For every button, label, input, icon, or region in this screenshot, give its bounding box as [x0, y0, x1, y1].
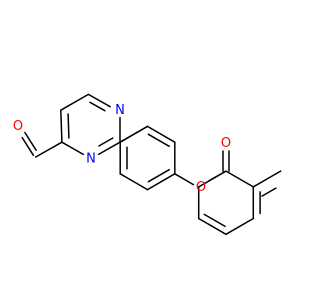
atom-label-ester-o-carbonyl: O — [221, 136, 231, 151]
bond-pyr-c5-c6 — [60, 93, 90, 111]
bond-aldehyde-c-ring — [34, 141, 63, 158]
atom-label-ester-o-link: O — [196, 180, 206, 195]
atom-labels: O N N O O — [13, 103, 231, 195]
bond-bz3-bz4-inner — [203, 213, 226, 228]
bond-aldehyde-c-o-2 — [21, 136, 35, 157]
bond-ph1-ph6 — [119, 125, 149, 143]
bond-bz6-bz1 — [252, 170, 282, 188]
bond-bz6-bz1-inner — [261, 187, 277, 197]
bonds — [21, 93, 282, 236]
molecule-structure: O N N O O — [13, 93, 282, 236]
atom-label-ring-n-bottom: N — [86, 152, 96, 167]
bond-ester-c-phenyl — [225, 170, 255, 188]
bond-pyr-n3-c4 — [61, 141, 85, 156]
bond-ph3-ph4 — [146, 173, 176, 191]
bond-pyr-c4-c5-inner — [67, 113, 70, 139]
bond-pyr-c4-c5 — [60, 109, 63, 143]
bond-pyr-c2-n3 — [97, 141, 121, 156]
atom-label-ring-n-top: N — [115, 103, 125, 118]
bond-pyr-c2-n3-inner — [98, 137, 114, 147]
bond-bz5-bz6 — [197, 170, 227, 188]
bond-ph4-ph5 — [119, 173, 149, 191]
atom-label-aldehyde-o: O — [13, 119, 23, 134]
bond-pyr-c6-n1-inner — [89, 101, 106, 112]
bond-bz2-bz3 — [225, 217, 255, 236]
bond-pyr-c6-n1 — [87, 93, 111, 108]
bond-ph1-ph2 — [146, 125, 176, 143]
bond-ph1-ph2-inner — [147, 133, 170, 148]
bond-ph-o-ester — [174, 173, 195, 186]
bond-ph3-ph4-inner — [147, 168, 170, 183]
bond-aldehyde-c-o-1 — [24, 131, 37, 151]
bond-bz3-bz4 — [197, 217, 227, 236]
